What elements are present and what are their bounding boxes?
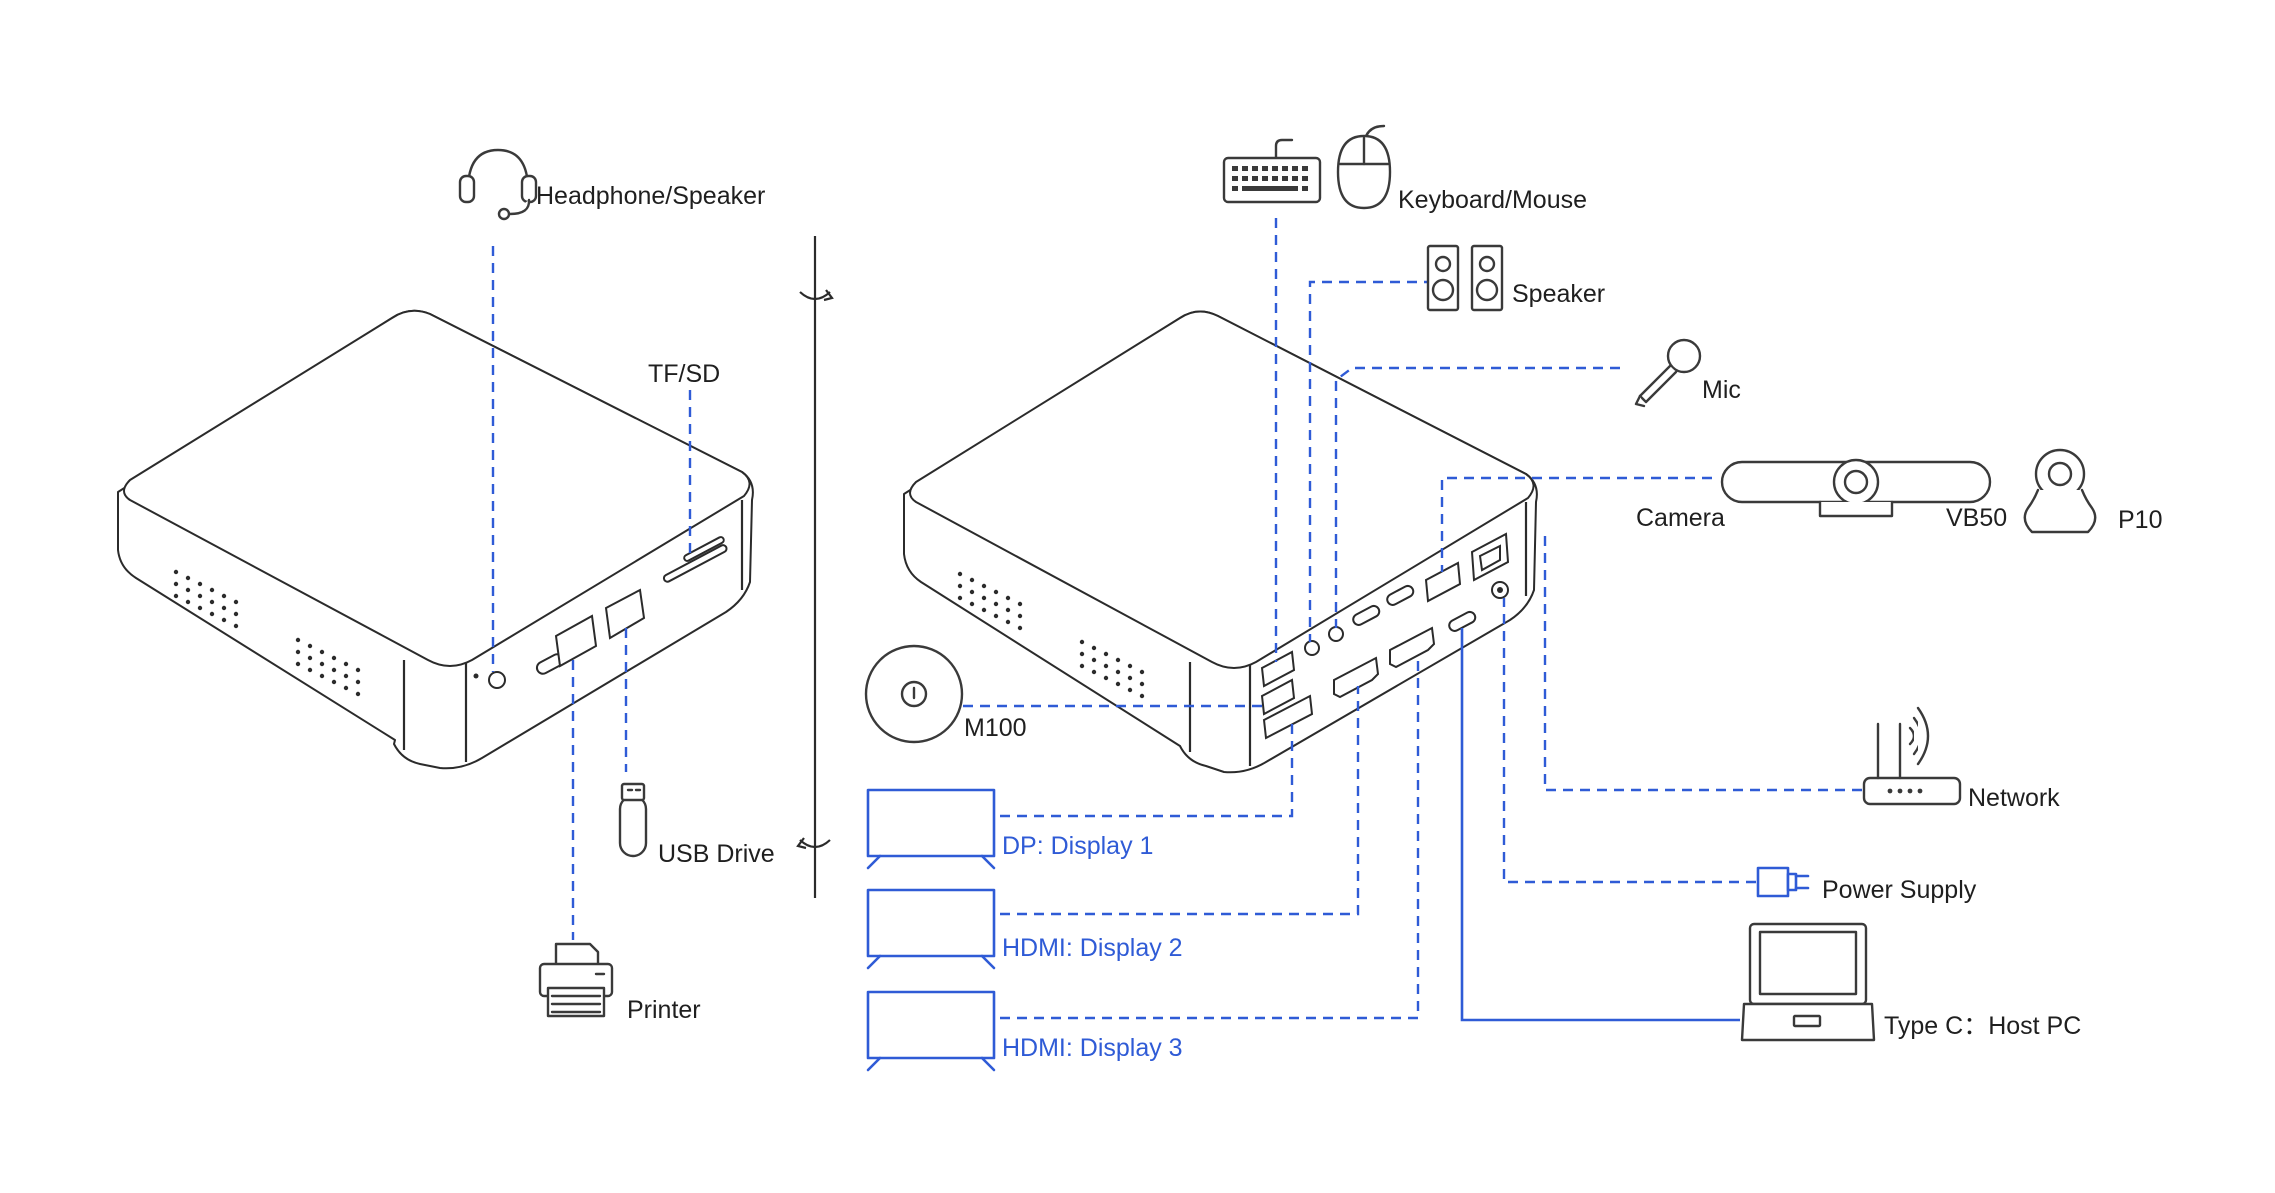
label-network: Network [1968,784,2060,812]
vent-grille-right-2 [1079,639,1145,699]
display-2-icon [866,888,996,970]
display-1-icon [866,788,996,870]
usb-c-port-host [1448,610,1477,632]
label-p10: P10 [2118,506,2162,534]
hdmi-port-2 [1389,626,1436,669]
usb-drive-icon [618,782,648,858]
usb-a-port-rear-2 [1260,678,1296,716]
camera-bar-icon [1720,458,1992,518]
label-display-2: HDMI: Display 2 [1002,934,1183,962]
label-speaker: Speaker [1512,280,1605,308]
mic-jack-port [1328,626,1344,642]
usb-c-port-rear-2 [1386,584,1415,606]
speaker-jack-port [1304,640,1320,656]
displayport-port [1262,694,1314,740]
ptz-camera-icon [2023,448,2097,534]
display-3-icon [866,990,996,1072]
label-tf-sd: TF/SD [648,360,720,388]
speakerphone-icon [864,644,964,744]
label-keyboard-mouse: Keyboard/Mouse [1398,186,1587,214]
label-printer: Printer [627,996,701,1024]
tf-sd-slot [662,544,728,583]
usb-a-port-rear-3 [1424,561,1462,603]
vent-grille-left-2 [295,637,361,697]
mini-pc-front-view [117,309,754,770]
rotation-axis [796,236,834,898]
keyboard-icon [1222,138,1322,204]
router-icon [1862,706,1962,806]
label-headphone: Headphone/Speaker [536,182,765,210]
label-usb-drive: USB Drive [658,840,775,868]
label-host-pc: Type C：Host PC [1884,1012,2081,1040]
mini-pc-rear-view [903,310,1538,774]
mic-icon [1634,338,1702,408]
label-power-supply: Power Supply [1822,876,1977,904]
mouse-icon [1336,124,1392,210]
label-mic: Mic [1702,376,1741,404]
label-m100: M100 [964,714,1027,742]
audio-jack-port [488,671,506,689]
label-display-1: DP: Display 1 [1002,832,1153,860]
vent-grille-left-1 [173,569,239,629]
printer-icon [538,942,614,1018]
vent-grille-right-1 [957,571,1023,631]
usb-c-port-rear-1 [1352,604,1381,626]
power-plug-icon [1756,866,1810,898]
hdmi-port-1 [1333,656,1380,699]
usb-a-port-front-1 [554,614,598,668]
speaker-icon [1426,244,1504,312]
laptop-icon [1740,922,1876,1042]
usb-a-port-rear-1 [1260,650,1296,688]
label-vb50: VB50 [1946,504,2007,532]
connection-lines [491,218,1862,1022]
label-camera: Camera [1636,504,1725,532]
headphone-icon [458,148,538,221]
usb-a-port-front-2 [604,588,646,640]
label-display-3: HDMI: Display 3 [1002,1034,1183,1062]
